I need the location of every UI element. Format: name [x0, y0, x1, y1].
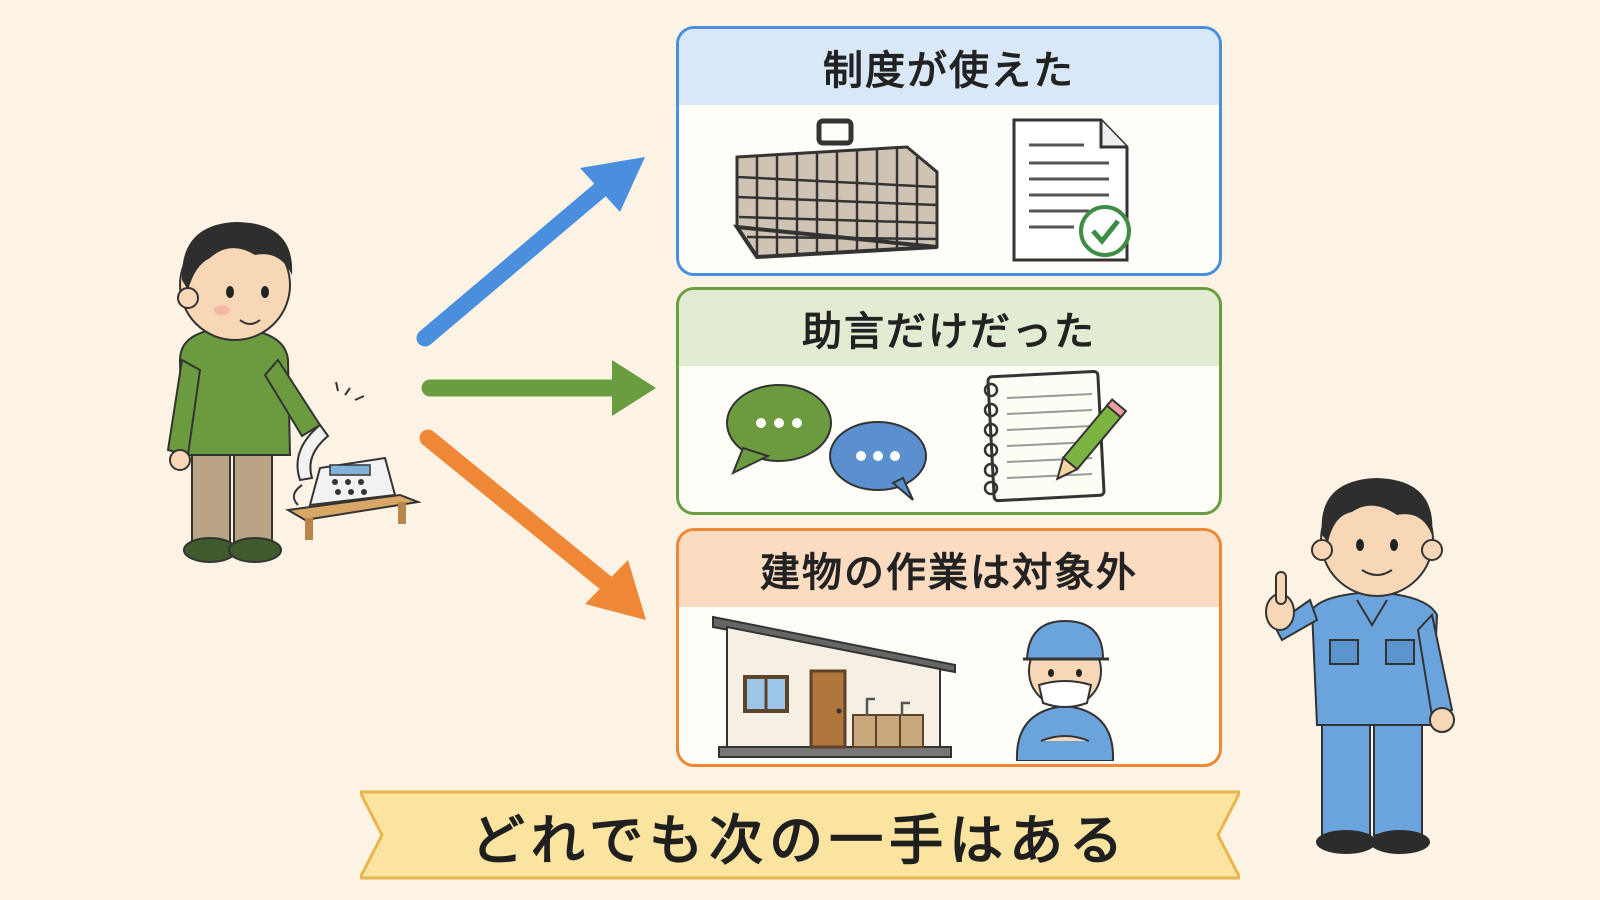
arrow-to-card-1 — [421, 360, 656, 416]
arrow-to-card-0 — [416, 157, 645, 347]
telephone-icon — [292, 381, 397, 507]
speech-bubble-icon — [726, 384, 927, 501]
caller-person-icon — [166, 222, 422, 563]
banner-message: どれでも次の一手はある — [470, 808, 1130, 872]
cage-trap-icon — [732, 118, 939, 260]
notebook-pencil-icon — [983, 370, 1128, 503]
advisor-person-icon — [1265, 478, 1455, 854]
card-building-work-excluded: 建物の作業は対象外 — [676, 528, 1222, 767]
card-title-0: 制度が使えた — [679, 29, 1219, 105]
ribbon-banner — [360, 790, 1240, 880]
card-system-usable: 制度が使えた — [676, 26, 1222, 276]
approved-document-icon — [1012, 118, 1131, 262]
card-title-2: 建物の作業は対象外 — [679, 531, 1219, 607]
house-icon — [712, 615, 956, 758]
masked-worker-icon — [1015, 619, 1115, 761]
arrow-to-card-2 — [419, 429, 646, 620]
card-title-1: 助言だけだった — [679, 290, 1219, 366]
card-advice-only: 助言だけだった — [676, 287, 1222, 515]
